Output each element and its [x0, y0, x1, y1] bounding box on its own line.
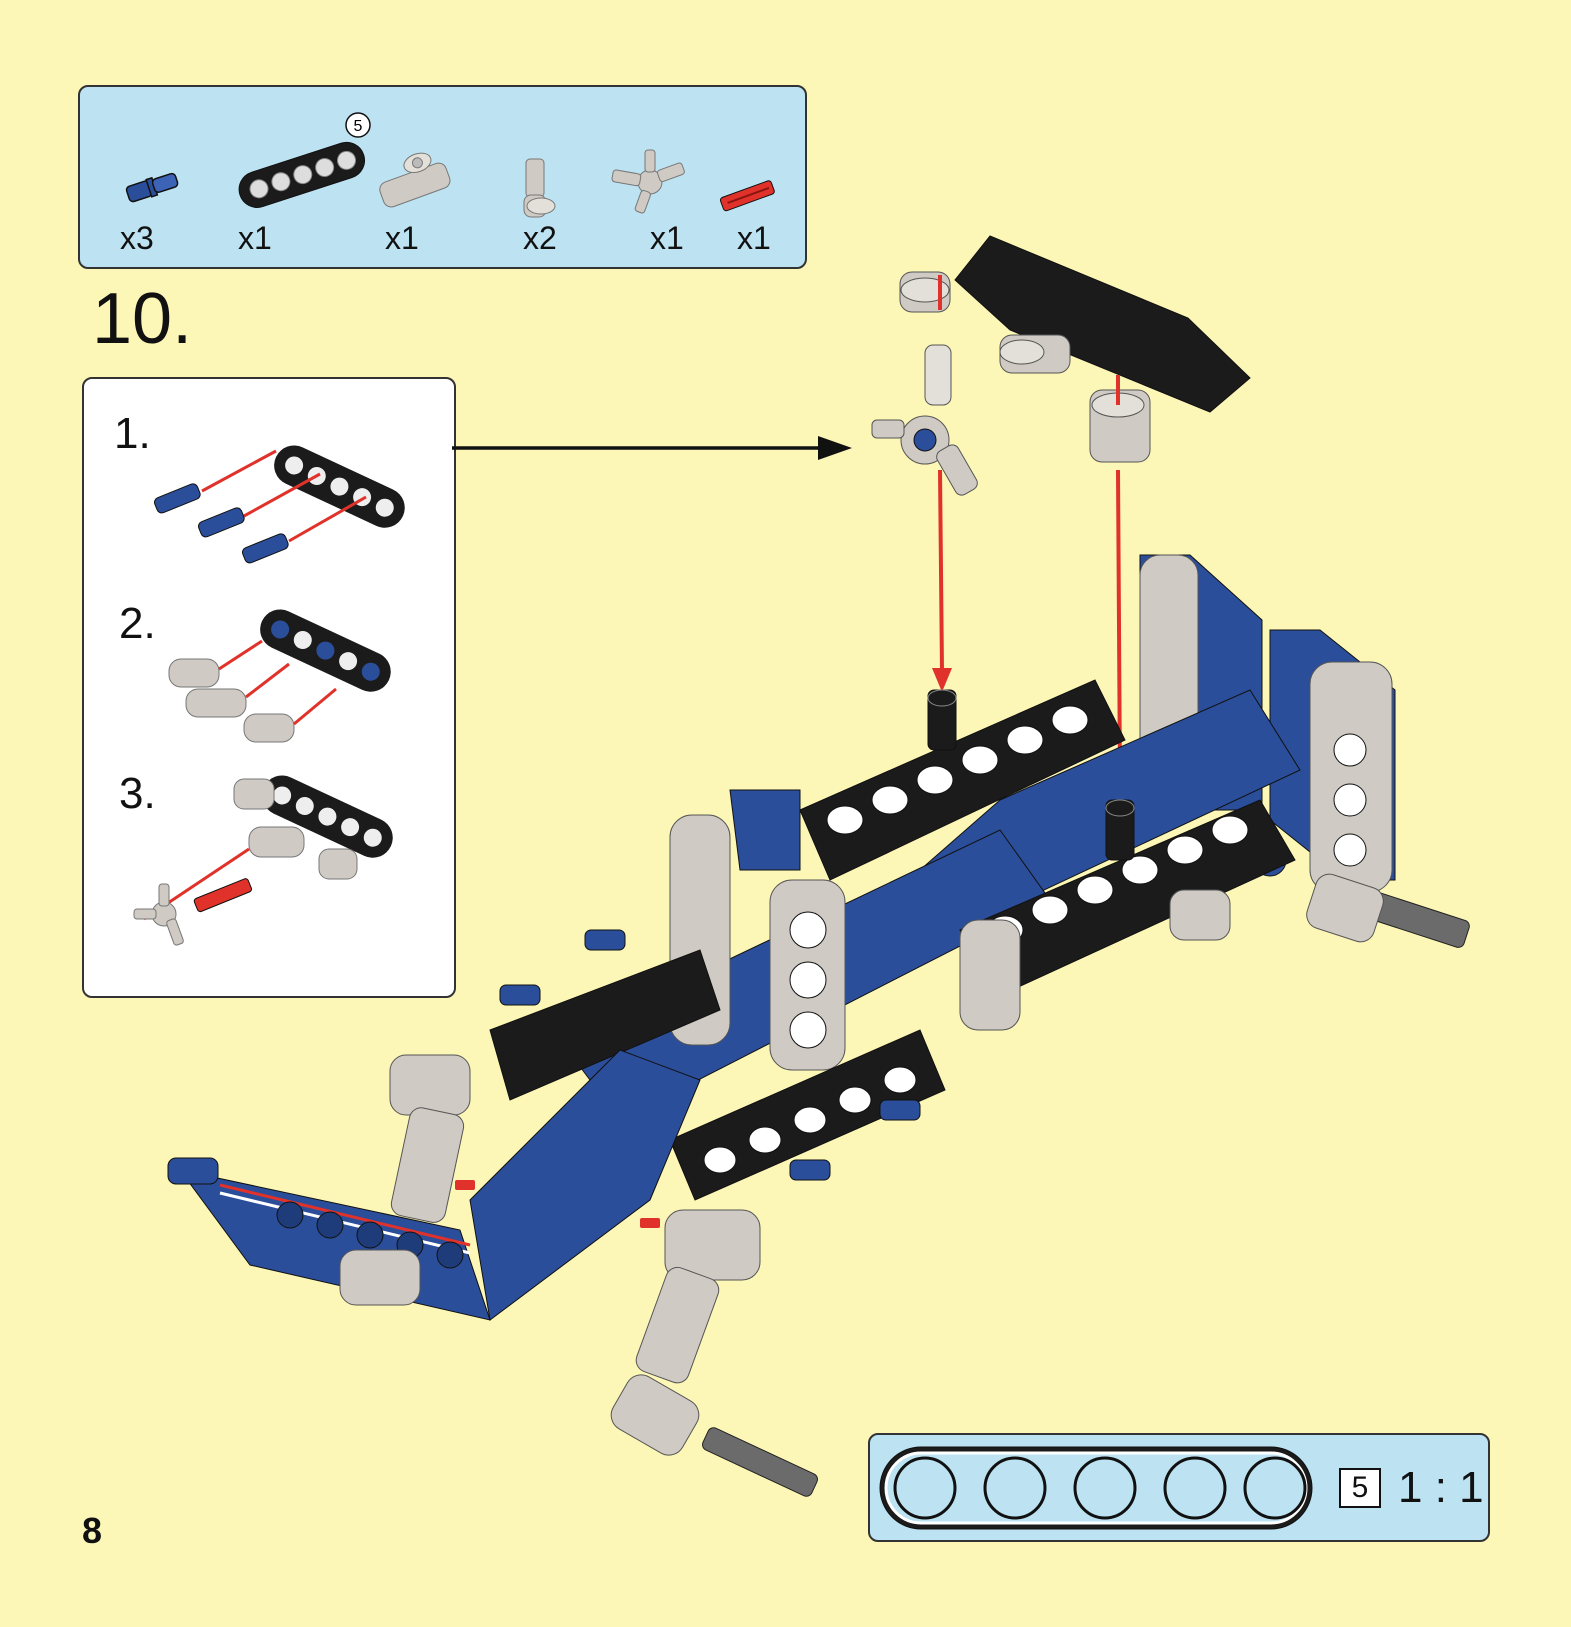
- page-number: 8: [82, 1510, 103, 1551]
- gray-angle-connector-icon: [379, 152, 451, 208]
- substep-label-3: 3.: [119, 769, 156, 818]
- part-qty-black-beam: x1: [238, 220, 272, 256]
- step-number: 10.: [92, 279, 193, 359]
- svg-text:5: 5: [354, 118, 363, 135]
- beam-length-label: 5: [1339, 1468, 1381, 1508]
- subassembly: [871, 235, 1251, 802]
- gray-hub-connector-icon: [611, 149, 685, 214]
- callout-arrow: [452, 436, 852, 460]
- part-qty-hub-connector: x1: [650, 220, 684, 256]
- scale-ratio: 1 : 1: [1398, 1463, 1484, 1512]
- black-beam-5-icon: [238, 141, 366, 208]
- substeps-panel: 1. 2. 3.: [82, 377, 456, 998]
- beam-scale-graphic: [879, 1446, 1313, 1530]
- blue-pin-icon: [125, 172, 179, 203]
- substep-label-1: 1.: [114, 409, 151, 458]
- substep-1-illustration: [154, 445, 405, 564]
- parts-list-graphics: 5: [125, 112, 775, 218]
- substep-3-illustration: [133, 775, 393, 946]
- part-qty-blue-pin: x3: [120, 220, 154, 256]
- scale-reference-panel: 5 1 : 1: [868, 1433, 1490, 1542]
- red-axle-icon: [719, 180, 775, 212]
- parts-list-panel: 5 x3 x1 x1 x2 x1 x1: [78, 85, 807, 269]
- substep-label-2: 2.: [119, 599, 156, 648]
- part-qty-axle-pin: x2: [523, 220, 557, 256]
- gray-axle-pin-icon: [523, 158, 556, 218]
- beam-length-callout: 5: [345, 112, 371, 138]
- part-qty-red-axle: x1: [737, 220, 771, 256]
- substeps-graphics: [133, 445, 405, 946]
- part-qty-angle-connector: x1: [385, 220, 419, 256]
- substep-2-illustration: [168, 609, 391, 743]
